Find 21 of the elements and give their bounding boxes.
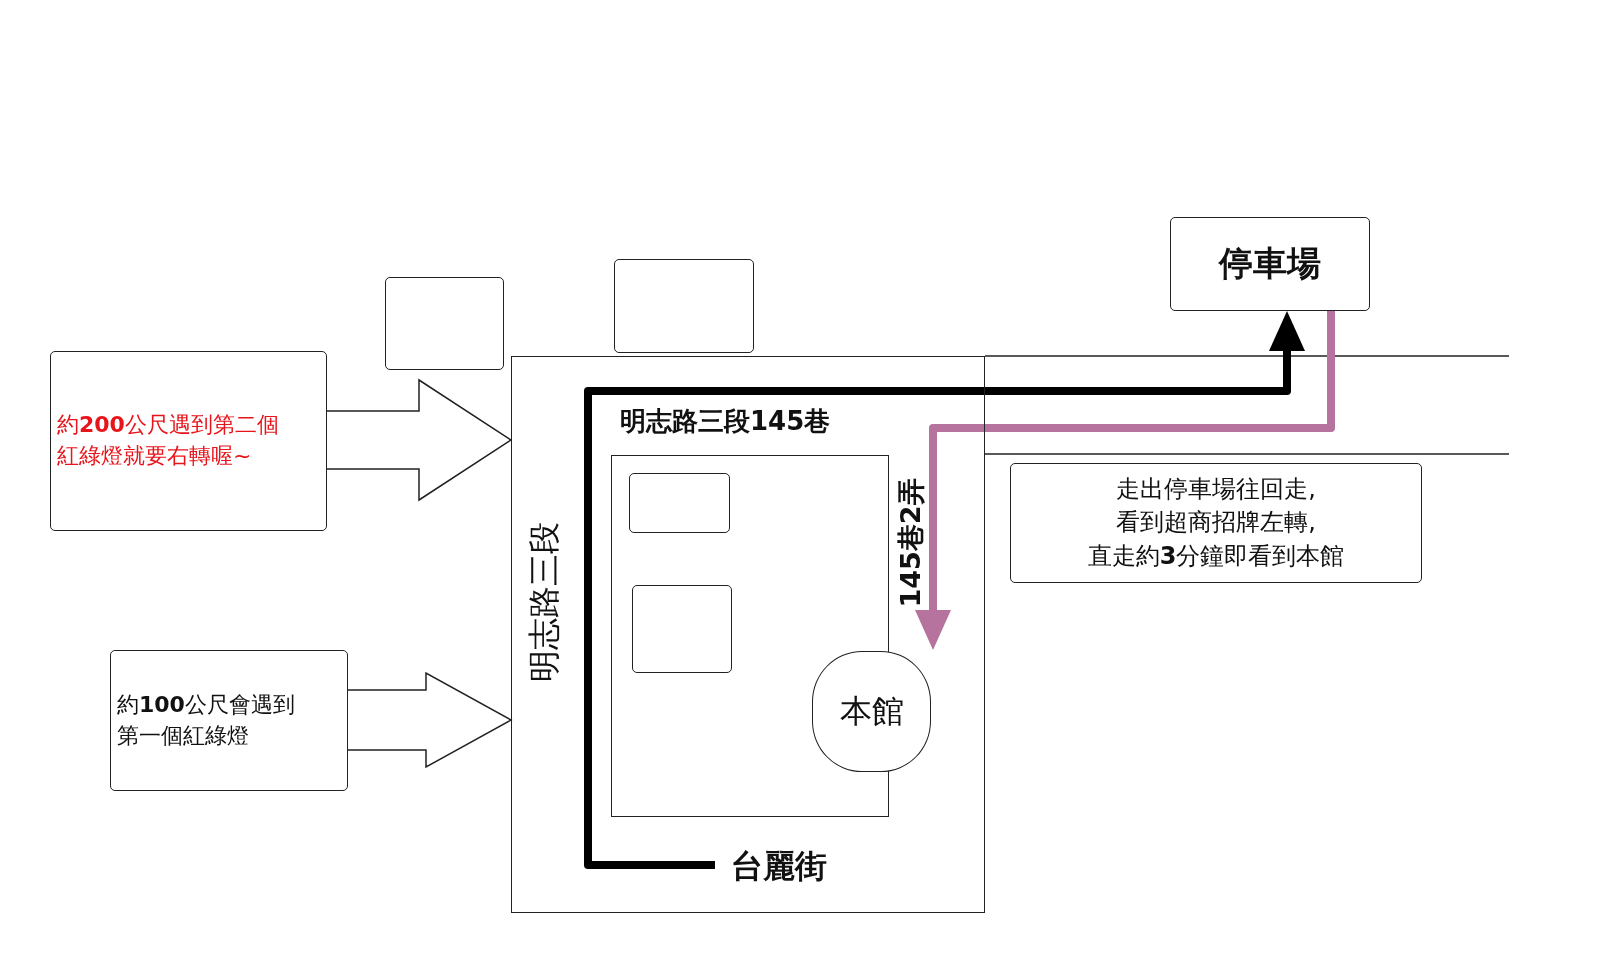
node-text: 停車場 (1219, 242, 1321, 286)
street-name: 145巷2弄 (894, 478, 927, 608)
parking-box (1170, 217, 1370, 311)
node-text: 台麗街 (730, 845, 827, 887)
block-arrow (326, 378, 513, 502)
street-name: 明志路三段145巷 (620, 405, 831, 438)
node-text: 走出停車場往回走,看到超商招牌左轉,直走約3分鐘即看到本館 (1087, 473, 1345, 572)
shop-box (632, 585, 732, 673)
city-block (511, 356, 985, 913)
route-arrow (584, 311, 1305, 869)
shop-box (385, 277, 504, 370)
node-text: 約100公尺會遇到第一個紅綠燈 (117, 690, 296, 750)
shop-box (629, 473, 730, 533)
instruction-box (1010, 463, 1422, 583)
direction-note (110, 650, 348, 791)
node-text: 約200公尺遇到第二個紅綠燈就要右轉喔~ (57, 411, 280, 470)
block-arrow (347, 671, 513, 769)
node-text: 本館 (839, 691, 904, 733)
direction-note (50, 351, 327, 531)
shop-box (614, 259, 754, 353)
street-name: 明志路三段 (524, 522, 564, 682)
